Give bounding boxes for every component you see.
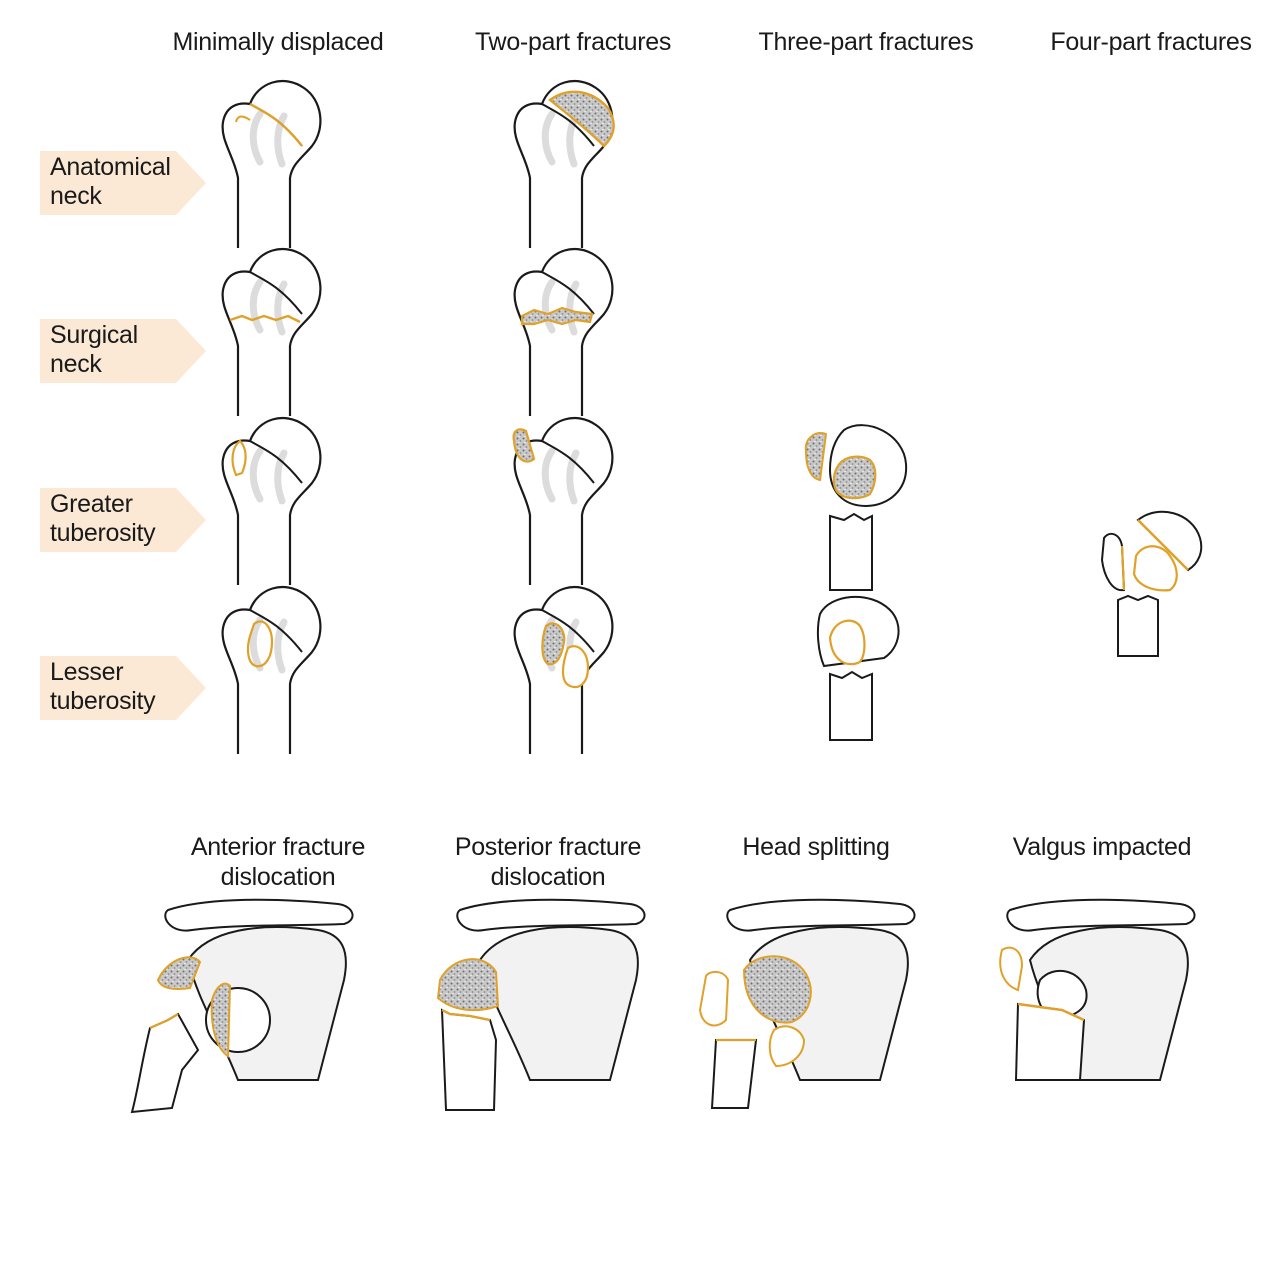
row-label-line1: Surgical bbox=[50, 321, 138, 349]
two-part-lesser-tuberosity bbox=[515, 587, 613, 754]
column-title-two-part: Two-part fractures bbox=[474, 28, 672, 56]
head-splitting bbox=[698, 898, 916, 1109]
label-arrow-shape bbox=[40, 319, 206, 383]
anterior-fracture-dislocation bbox=[130, 898, 354, 1114]
four-part-fracture bbox=[1100, 510, 1203, 657]
valgus-impacted bbox=[999, 898, 1196, 1081]
row-label-line2: tuberosity bbox=[50, 687, 156, 715]
bottom-title-head-splitting: Head splitting bbox=[742, 833, 890, 861]
minimal-greater-tuberosity bbox=[223, 418, 321, 585]
column-title-three-part: Three-part fractures bbox=[758, 28, 974, 56]
row-label-line1: Greater bbox=[50, 490, 133, 518]
minimal-lesser-tuberosity bbox=[223, 587, 321, 754]
column-title-four-part: Four-part fractures bbox=[1050, 28, 1252, 56]
row-label-line2: neck bbox=[50, 182, 102, 210]
label-arrow-shape bbox=[40, 488, 206, 552]
posterior-fracture-dislocation bbox=[436, 898, 646, 1111]
minimal-surgical-neck bbox=[223, 249, 321, 416]
bottom-title-valgus: Valgus impacted bbox=[1012, 833, 1192, 861]
label-arrow-shape bbox=[40, 151, 206, 215]
row-label-line1: Lesser bbox=[50, 658, 124, 686]
row-label-line2: neck bbox=[50, 350, 102, 378]
row-label-line1: Anatomical bbox=[50, 153, 171, 181]
three-part-lesser-tuberosity bbox=[816, 596, 900, 741]
two-part-surgical-neck bbox=[515, 249, 613, 416]
three-part-greater-tuberosity bbox=[804, 424, 908, 591]
two-part-greater-tuberosity bbox=[514, 418, 613, 585]
row-label-line2: tuberosity bbox=[50, 519, 156, 547]
column-title-minimally-displaced: Minimally displaced bbox=[172, 28, 384, 56]
minimal-anatomical-neck bbox=[223, 81, 321, 248]
label-arrow-shape bbox=[40, 656, 206, 720]
two-part-anatomical-neck bbox=[515, 81, 614, 248]
